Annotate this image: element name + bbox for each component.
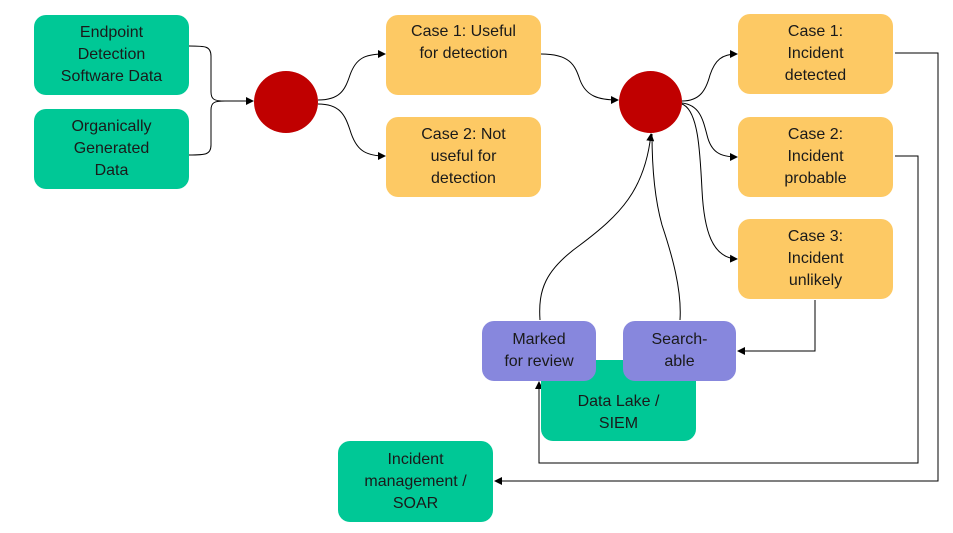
connector-unlikely-to-searchable <box>737 300 816 355</box>
connector-decision1-to-notuseful <box>317 103 386 160</box>
connector-decision2-to-unlikely <box>681 103 738 263</box>
incident-probable-label: Case 2: Incident probable <box>784 126 847 187</box>
marked-for-review-node: Marked for review <box>482 321 596 381</box>
incident-management-node: Incident management / SOAR <box>338 441 493 522</box>
connector-decision1-to-useful <box>317 50 386 101</box>
decision-node-2 <box>619 71 682 133</box>
endpoint-detection-data-label: Endpoint Detection Software Data <box>60 24 163 85</box>
organic-data-label: Organically Generated Data <box>71 118 152 179</box>
endpoint-detection-data-node: Endpoint Detection Software Data <box>34 15 189 95</box>
useful-case-node: Case 1: Useful for detection <box>386 15 541 95</box>
connector-probable-to-marked <box>535 155 919 464</box>
organic-data-node: Organically Generated Data <box>34 109 189 189</box>
connector-decision2-to-detected <box>681 50 738 102</box>
incident-detected-label: Case 1: Incident detected <box>784 23 847 84</box>
searchable-node: Search- able <box>623 321 736 381</box>
not-useful-case-node: Case 2: Not useful for detection <box>386 117 541 197</box>
incident-probable-node: Case 2: Incident probable <box>738 117 893 197</box>
connector-marked-to-decision2 <box>539 133 655 321</box>
incident-unlikely-label: Case 3: Incident unlikely <box>787 228 844 289</box>
connector-detected-to-soar <box>494 52 939 485</box>
connector-useful-to-decision2 <box>540 53 619 104</box>
connector-decision2-to-probable <box>681 102 738 161</box>
marked-for-review-label: Marked for review <box>504 331 574 370</box>
useful-case-label: Case 1: Useful for detection <box>411 23 516 62</box>
decision-node-1 <box>254 71 318 133</box>
incident-detected-node: Case 1: Incident detected <box>738 14 893 94</box>
incident-management-label: Incident management / SOAR <box>364 450 467 512</box>
connector-organic-to-decision1 <box>188 100 226 156</box>
not-useful-case-label: Case 2: Not useful for detection <box>421 126 506 187</box>
incident-unlikely-node: Case 3: Incident unlikely <box>738 219 893 299</box>
data-lake-label: Data Lake / SIEM <box>577 393 660 432</box>
connector-endpoint-to-decision1 <box>188 45 226 102</box>
connector-searchable-to-decision2 <box>651 133 681 321</box>
searchable-label: Search- able <box>651 331 708 370</box>
